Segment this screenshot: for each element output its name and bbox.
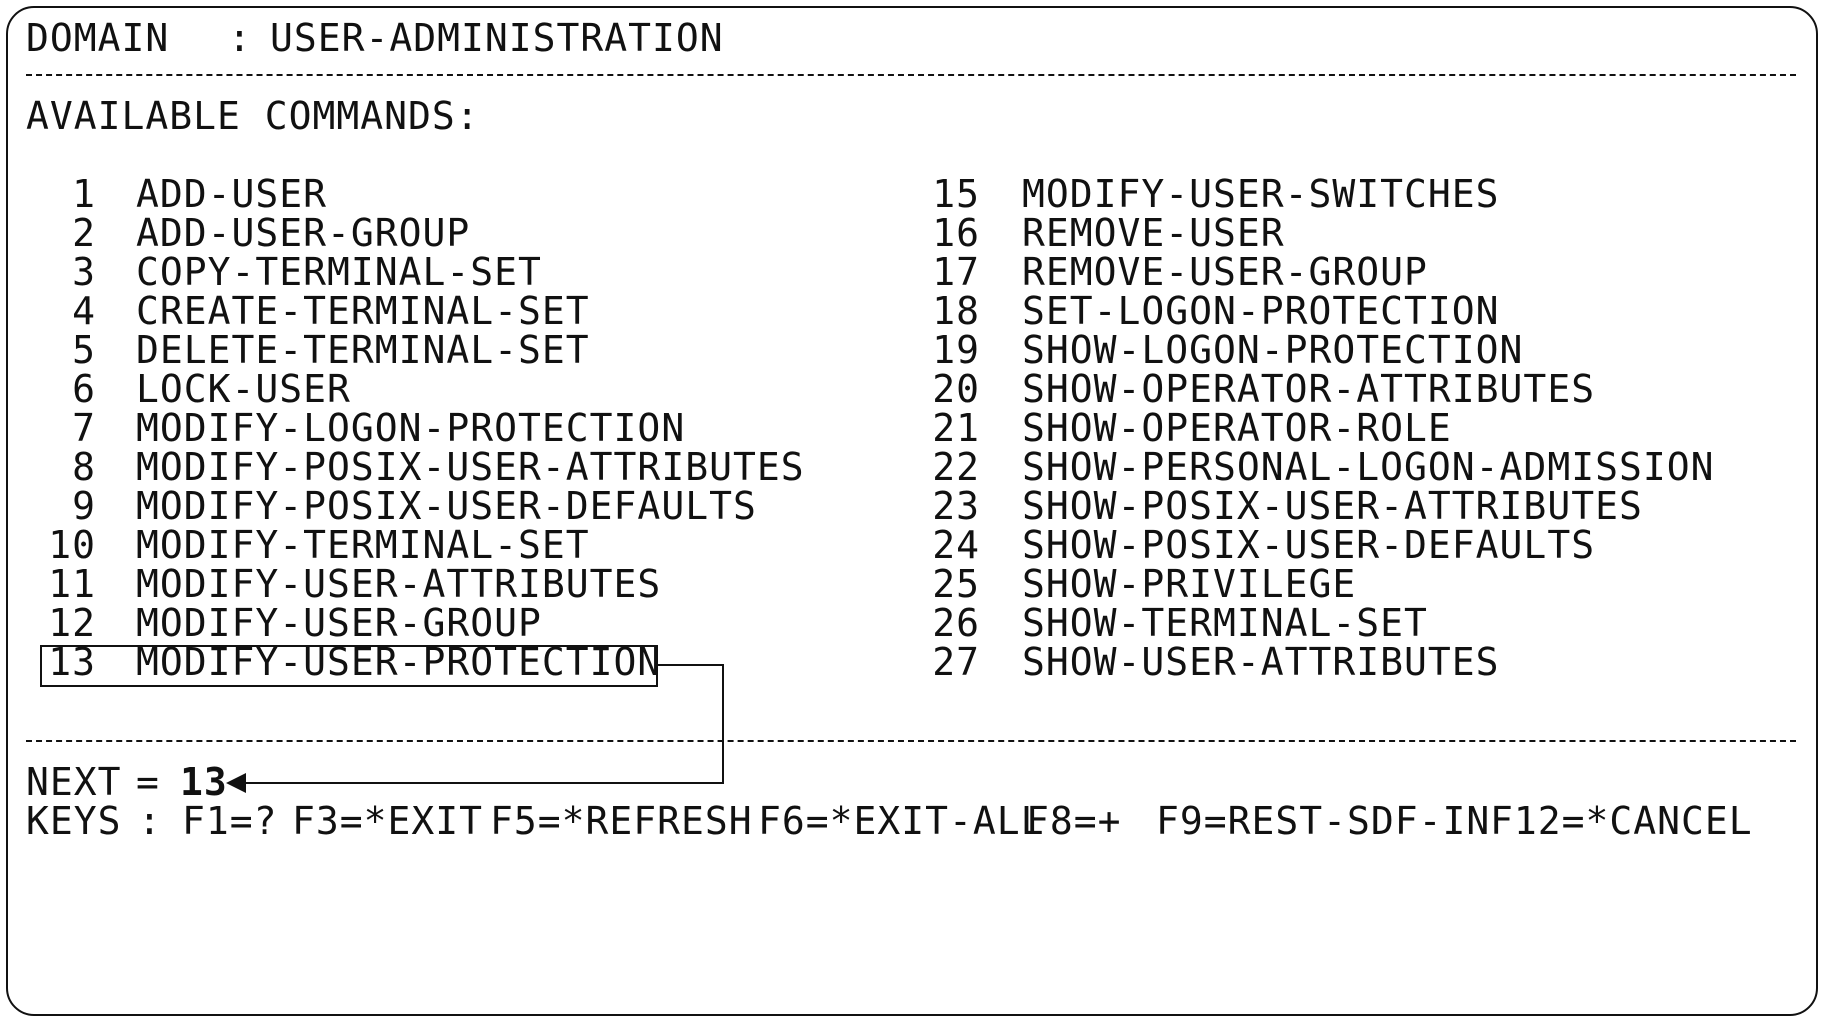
command-name: SHOW-TERMINAL-SET xyxy=(1022,601,1428,645)
command-number: 13 xyxy=(48,640,96,684)
command-name: SHOW-POSIX-USER-ATTRIBUTES xyxy=(1022,484,1643,528)
domain-colon: : xyxy=(228,16,252,60)
key-f5[interactable]: F5=*REFRESH xyxy=(490,799,753,843)
command-name: REMOVE-USER-GROUP xyxy=(1022,250,1428,294)
command-number: 8 xyxy=(72,445,96,489)
command-number: 18 xyxy=(932,289,980,333)
command-number: 16 xyxy=(932,211,980,255)
command-number: 9 xyxy=(72,484,96,528)
command-name: SHOW-OPERATOR-ATTRIBUTES xyxy=(1022,367,1596,411)
command-name: SET-LOGON-PROTECTION xyxy=(1022,289,1500,333)
top-separator xyxy=(26,74,1796,76)
command-number: 10 xyxy=(48,523,96,567)
command-name: MODIFY-USER-ATTRIBUTES xyxy=(136,562,662,606)
next-label: NEXT xyxy=(26,760,122,804)
command-number: 12 xyxy=(48,601,96,645)
command-name: LOCK-USER xyxy=(136,367,351,411)
next-input[interactable]: 13 xyxy=(180,760,228,804)
terminal-screen-frame xyxy=(6,6,1818,1016)
command-number: 6 xyxy=(72,367,96,411)
command-number: 24 xyxy=(932,523,980,567)
command-name: MODIFY-LOGON-PROTECTION xyxy=(136,406,686,450)
domain-value: USER-ADMINISTRATION xyxy=(270,16,724,60)
command-name: MODIFY-USER-SWITCHES xyxy=(1022,172,1500,216)
command-name: SHOW-POSIX-USER-DEFAULTS xyxy=(1022,523,1596,567)
command-name: MODIFY-TERMINAL-SET xyxy=(136,523,590,567)
command-number: 27 xyxy=(932,640,980,684)
command-number: 25 xyxy=(932,562,980,606)
command-name: COPY-TERMINAL-SET xyxy=(136,250,542,294)
key-f8[interactable]: F8=+ xyxy=(1026,799,1122,843)
keys-label: KEYS xyxy=(26,799,122,843)
command-number: 5 xyxy=(72,328,96,372)
available-commands-heading: AVAILABLE COMMANDS: xyxy=(26,94,480,138)
command-number: 4 xyxy=(72,289,96,333)
next-equals: = xyxy=(136,760,160,804)
command-name: CREATE-TERMINAL-SET xyxy=(136,289,590,333)
command-number: 17 xyxy=(932,250,980,294)
command-number: 20 xyxy=(932,367,980,411)
command-name: ADD-USER-GROUP xyxy=(136,211,471,255)
key-f3[interactable]: F3=*EXIT xyxy=(292,799,484,843)
command-name: DELETE-TERMINAL-SET xyxy=(136,328,590,372)
command-name: MODIFY-USER-PROTECTION xyxy=(136,640,662,684)
command-number: 22 xyxy=(932,445,980,489)
command-name: SHOW-PRIVILEGE xyxy=(1022,562,1357,606)
key-f12[interactable]: F12=*CANCEL xyxy=(1490,799,1753,843)
command-name: SHOW-USER-ATTRIBUTES xyxy=(1022,640,1500,684)
command-number: 19 xyxy=(932,328,980,372)
key-f9[interactable]: F9=REST-SDF-IN xyxy=(1156,799,1491,843)
key-f1[interactable]: F1=? xyxy=(182,799,278,843)
command-name: MODIFY-POSIX-USER-DEFAULTS xyxy=(136,484,757,528)
command-number: 15 xyxy=(932,172,980,216)
bottom-separator xyxy=(26,740,1796,742)
command-number: 3 xyxy=(72,250,96,294)
command-number: 23 xyxy=(932,484,980,528)
command-number: 26 xyxy=(932,601,980,645)
command-number: 1 xyxy=(72,172,96,216)
command-name: MODIFY-POSIX-USER-ATTRIBUTES xyxy=(136,445,805,489)
command-name: SHOW-OPERATOR-ROLE xyxy=(1022,406,1452,450)
domain-label: DOMAIN xyxy=(26,16,170,60)
command-number: 11 xyxy=(48,562,96,606)
command-name: SHOW-LOGON-PROTECTION xyxy=(1022,328,1524,372)
command-name: SHOW-PERSONAL-LOGON-ADMISSION xyxy=(1022,445,1715,489)
command-number: 2 xyxy=(72,211,96,255)
command-name: REMOVE-USER xyxy=(1022,211,1285,255)
command-name: ADD-USER xyxy=(136,172,328,216)
command-number: 21 xyxy=(932,406,980,450)
keys-colon: : xyxy=(138,799,162,843)
command-number: 7 xyxy=(72,406,96,450)
key-f6[interactable]: F6=*EXIT-ALL xyxy=(758,799,1045,843)
command-name: MODIFY-USER-GROUP xyxy=(136,601,542,645)
